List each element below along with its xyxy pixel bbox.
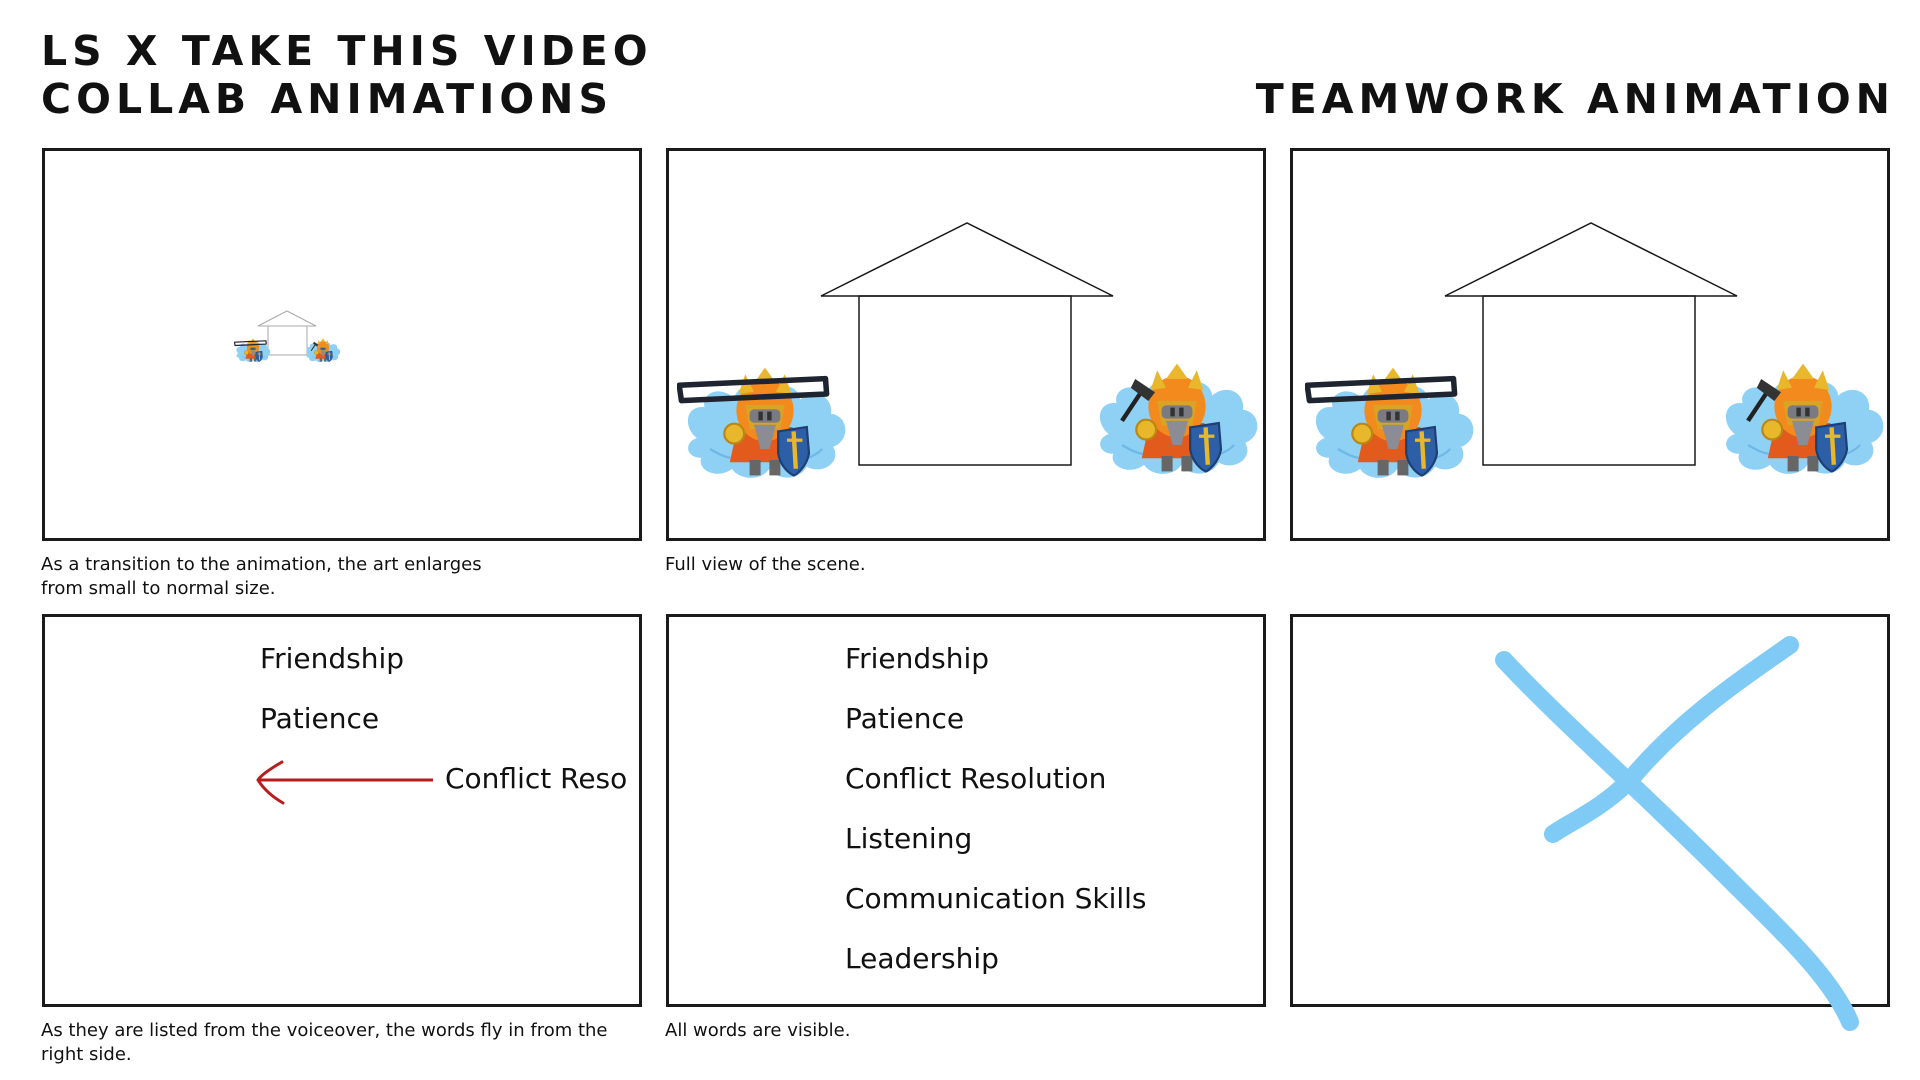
word-label: Conflict Resolution xyxy=(845,762,1107,795)
storyboard-panel-4: Friendship Patience Conflict Reso xyxy=(42,614,642,1007)
small-house-outline xyxy=(257,310,317,356)
storyboard-panel-6 xyxy=(1290,614,1890,1007)
knight-mascot-icon xyxy=(1307,368,1473,478)
knight-mascot-icon xyxy=(306,338,340,362)
house-outline xyxy=(820,222,1114,466)
caption-line: As they are listed from the voiceover, t… xyxy=(41,1020,608,1041)
page-title-line-2: COLLAB ANIMATIONS xyxy=(41,75,614,123)
word-label: Patience xyxy=(260,702,380,735)
storyboard-panel-5: Friendship Patience Conflict Resolution … xyxy=(666,614,1266,1007)
page-title-line-1: LS X TAKE THIS VIDEO xyxy=(41,27,653,75)
knight-mascot-icon xyxy=(235,338,271,362)
word-label: Communication Skills xyxy=(845,882,1147,915)
word-label: Leadership xyxy=(845,942,999,975)
knight-mascot-icon xyxy=(1726,364,1883,474)
panel-2-caption: Full view of the scene. xyxy=(665,553,866,577)
storyboard-panel-1 xyxy=(42,148,642,541)
caption-line: from small to normal size. xyxy=(41,578,276,599)
word-label: Friendship xyxy=(845,642,989,675)
caption-line: right side. xyxy=(41,1044,132,1065)
storyboard-panel-2 xyxy=(666,148,1266,541)
panel-4-caption: As they are listed from the voiceover, t… xyxy=(41,1019,608,1067)
storyboard-panel-3 xyxy=(1290,148,1890,541)
word-label: Patience xyxy=(845,702,965,735)
caption-line: All words are visible. xyxy=(665,1020,851,1041)
word-label: Listening xyxy=(845,822,973,855)
word-label: Friendship xyxy=(260,642,404,675)
knight-mascot-icon xyxy=(1100,364,1257,474)
left-arrow xyxy=(256,760,433,805)
knight-mascot-icon xyxy=(679,368,845,478)
full-scene-art xyxy=(669,222,1263,538)
house-outline xyxy=(1444,222,1738,466)
caption-line: Full view of the scene. xyxy=(665,554,866,575)
small-scene-art xyxy=(45,310,639,538)
full-scene-art xyxy=(1293,222,1887,538)
caption-line: As a transition to the animation, the ar… xyxy=(41,554,482,575)
panel-5-caption: All words are visible. xyxy=(665,1019,850,1043)
panel-1-caption: As a transition to the animation, the ar… xyxy=(41,553,482,601)
page-title: LS X TAKE THIS VIDEO COLLAB ANIMATIONS xyxy=(41,27,653,123)
word-label: Conflict Reso xyxy=(445,762,628,795)
section-title: TEAMWORK ANIMATION xyxy=(1255,75,1895,123)
